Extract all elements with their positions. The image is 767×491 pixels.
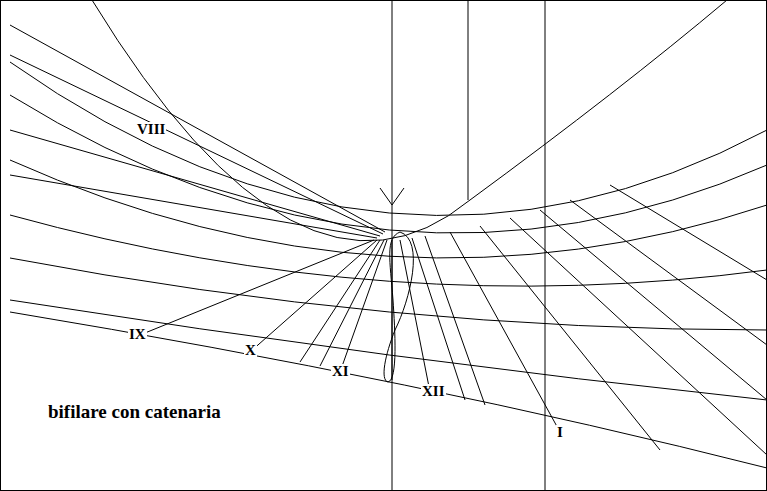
hour-numeral: I bbox=[556, 425, 564, 440]
hour-numeral: X bbox=[244, 343, 257, 358]
hour-numeral: XI bbox=[331, 364, 350, 379]
hour-numeral: XII bbox=[421, 384, 446, 399]
hour-numeral: VIII bbox=[136, 122, 166, 137]
caption-note: bifilare con catenaria bbox=[46, 402, 223, 421]
hour-numeral: IX bbox=[128, 327, 147, 342]
